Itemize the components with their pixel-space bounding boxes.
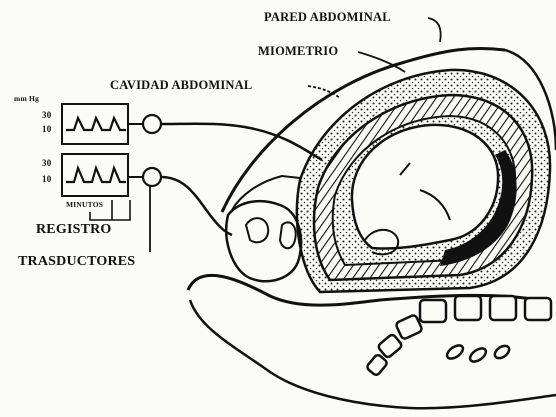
recorder-unit: mm Hg [14, 94, 39, 103]
catheter-bottom [161, 177, 232, 235]
vertebrae [366, 296, 551, 376]
label-registro: REGISTRO [36, 222, 112, 238]
cervix [280, 222, 296, 248]
transducer-bottom [143, 168, 161, 186]
transducer-top [143, 115, 161, 133]
label-miometrio: MIOMETRIO [258, 44, 338, 59]
label-transductores: TRASDUCTORES [18, 254, 135, 270]
label-minutos: MINUTOS [66, 200, 103, 209]
recorder-bottom-tick-30: 30 [42, 158, 51, 168]
recorder-bottom-tick-10: 10 [42, 174, 51, 184]
leader-pared [428, 18, 441, 42]
catheter-top [161, 124, 322, 160]
recorder-top-tick-10: 10 [42, 124, 51, 134]
label-pared-abdominal: PARED ABDOMINAL [264, 10, 391, 25]
sacral-foramina [445, 343, 512, 365]
label-cavidad-abdominal: CAVIDAD ABDOMINAL [110, 78, 252, 93]
recorder-top-tick-30: 30 [42, 110, 51, 120]
bladder-inner [246, 218, 268, 242]
